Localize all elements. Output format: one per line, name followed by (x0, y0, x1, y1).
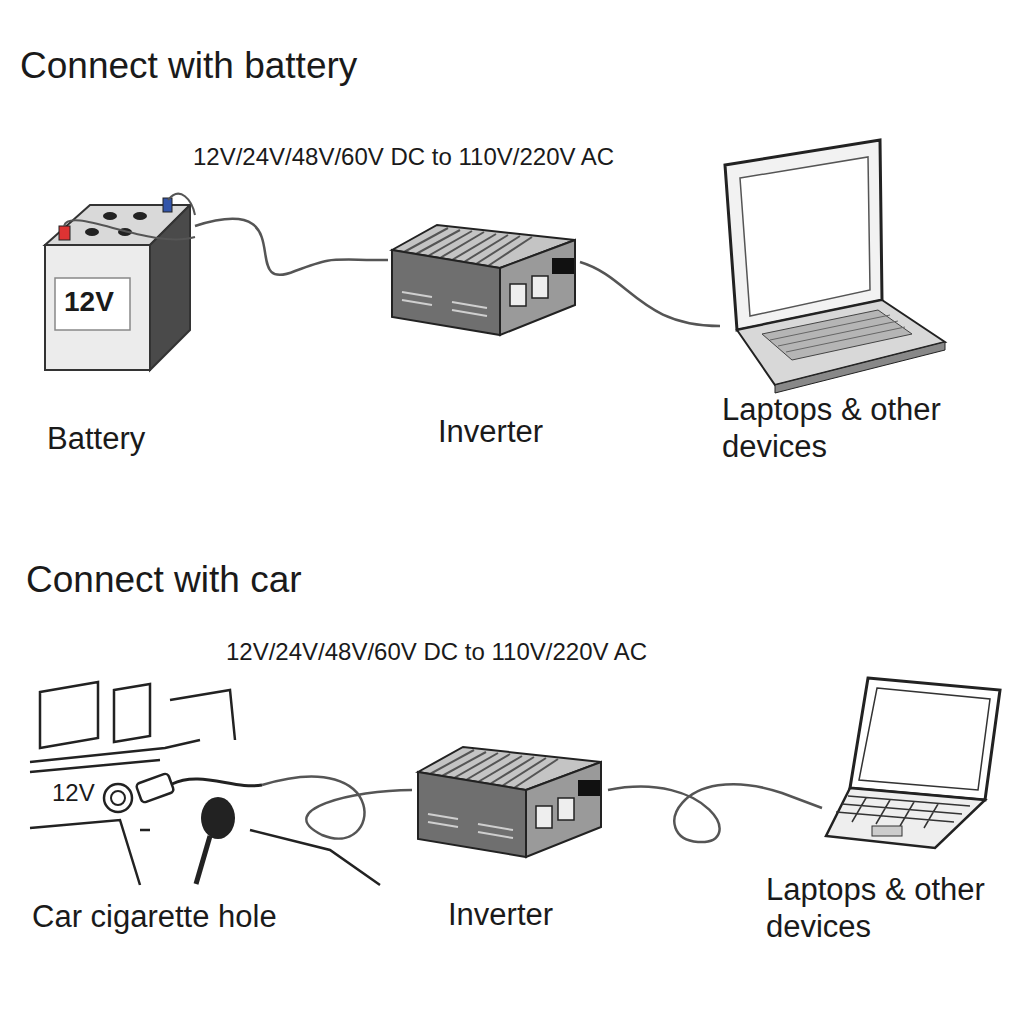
battery-cap (85, 228, 99, 236)
battery-cap (133, 212, 147, 220)
positive-terminal (59, 226, 70, 240)
keyboard-rows (770, 315, 905, 352)
socket (104, 784, 132, 812)
battery-cap (103, 212, 117, 220)
battery-front (45, 245, 150, 370)
touchpad (872, 826, 902, 836)
laptop-keyboard (762, 310, 912, 360)
inverter: Inverter (412, 740, 608, 865)
gear-stick (196, 836, 210, 884)
laptop-lid (850, 678, 1000, 800)
negative-terminal (163, 198, 172, 212)
laptop-deck (826, 788, 985, 848)
car-socket: 12VCar cigarette hole (30, 680, 262, 890)
power-cable (262, 776, 412, 838)
caption: Inverter (438, 413, 543, 450)
battery: 12VBattery (40, 200, 195, 375)
inverter-drawing (418, 747, 601, 857)
power-cable (608, 784, 822, 842)
laptop-screen (859, 688, 990, 790)
laptop-lid (725, 140, 882, 330)
voltage-note: 12V/24V/48V/60V DC to 110V/220V AC (193, 143, 614, 172)
voltage-note: 12V/24V/48V/60V DC to 110V/220V AC (226, 638, 647, 667)
voltage-mark: 12V (52, 779, 95, 808)
plug (136, 773, 175, 803)
socket-inner (111, 791, 125, 805)
caption: Car cigarette hole (32, 898, 277, 935)
caption: Inverter (448, 896, 553, 933)
dashboard-lines (30, 682, 380, 885)
inverter-drawing (392, 225, 575, 335)
section-heading: Connect with battery (20, 44, 357, 88)
caption: Laptops & other devices (766, 871, 1016, 945)
cord (172, 779, 262, 786)
laptop-screen (740, 157, 870, 316)
battery-side (150, 205, 190, 370)
caption: Battery (47, 420, 145, 457)
inverter: Inverter (388, 220, 580, 340)
wire (64, 220, 195, 239)
laptop: Laptops & other devices (720, 135, 950, 390)
keyboard-keys (836, 796, 970, 828)
voltage-mark: 12V (64, 285, 114, 319)
caption: Laptops & other devices (722, 391, 984, 465)
laptop-front (775, 342, 945, 393)
laptop: Laptops & other devices (822, 665, 1002, 855)
gear-knob (201, 797, 235, 839)
power-cable (195, 219, 388, 275)
battery-label-plate (55, 278, 130, 330)
wire (168, 194, 195, 215)
power-cable (580, 262, 720, 326)
section-heading: Connect with car (26, 558, 302, 602)
